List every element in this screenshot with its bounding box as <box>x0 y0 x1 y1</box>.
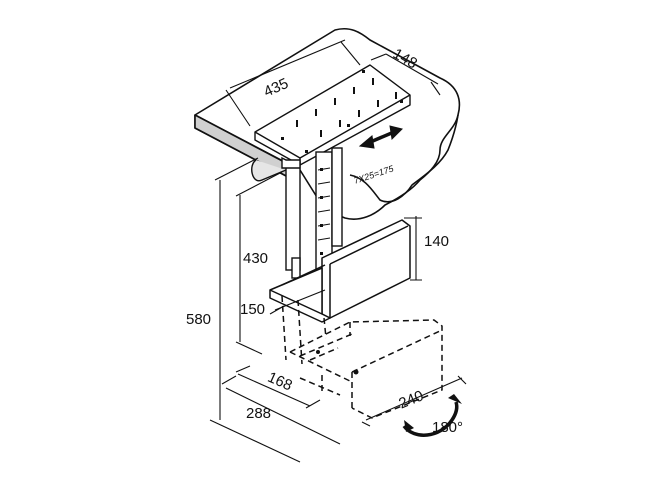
dim-height-min: 430 <box>243 250 268 267</box>
dim-bracket-top-width: 150 <box>240 301 265 318</box>
vertical-posts <box>251 147 343 279</box>
mount-holes <box>281 70 403 153</box>
rotate-arrow-icon <box>402 394 462 437</box>
dimension-lines <box>209 39 467 463</box>
dim-base-width: 288 <box>246 405 271 422</box>
pc-case-screws <box>316 350 359 375</box>
dim-rotation: 180° <box>432 419 463 436</box>
double-arrow-icon <box>358 125 403 149</box>
dim-bracket-height: 140 <box>424 233 449 250</box>
dim-height-max: 580 <box>186 311 211 328</box>
holder-bracket <box>269 219 411 323</box>
dim-case-width: 168 <box>265 369 295 395</box>
mount-plate <box>254 64 411 166</box>
dim-case-depth: 240 <box>396 387 426 412</box>
